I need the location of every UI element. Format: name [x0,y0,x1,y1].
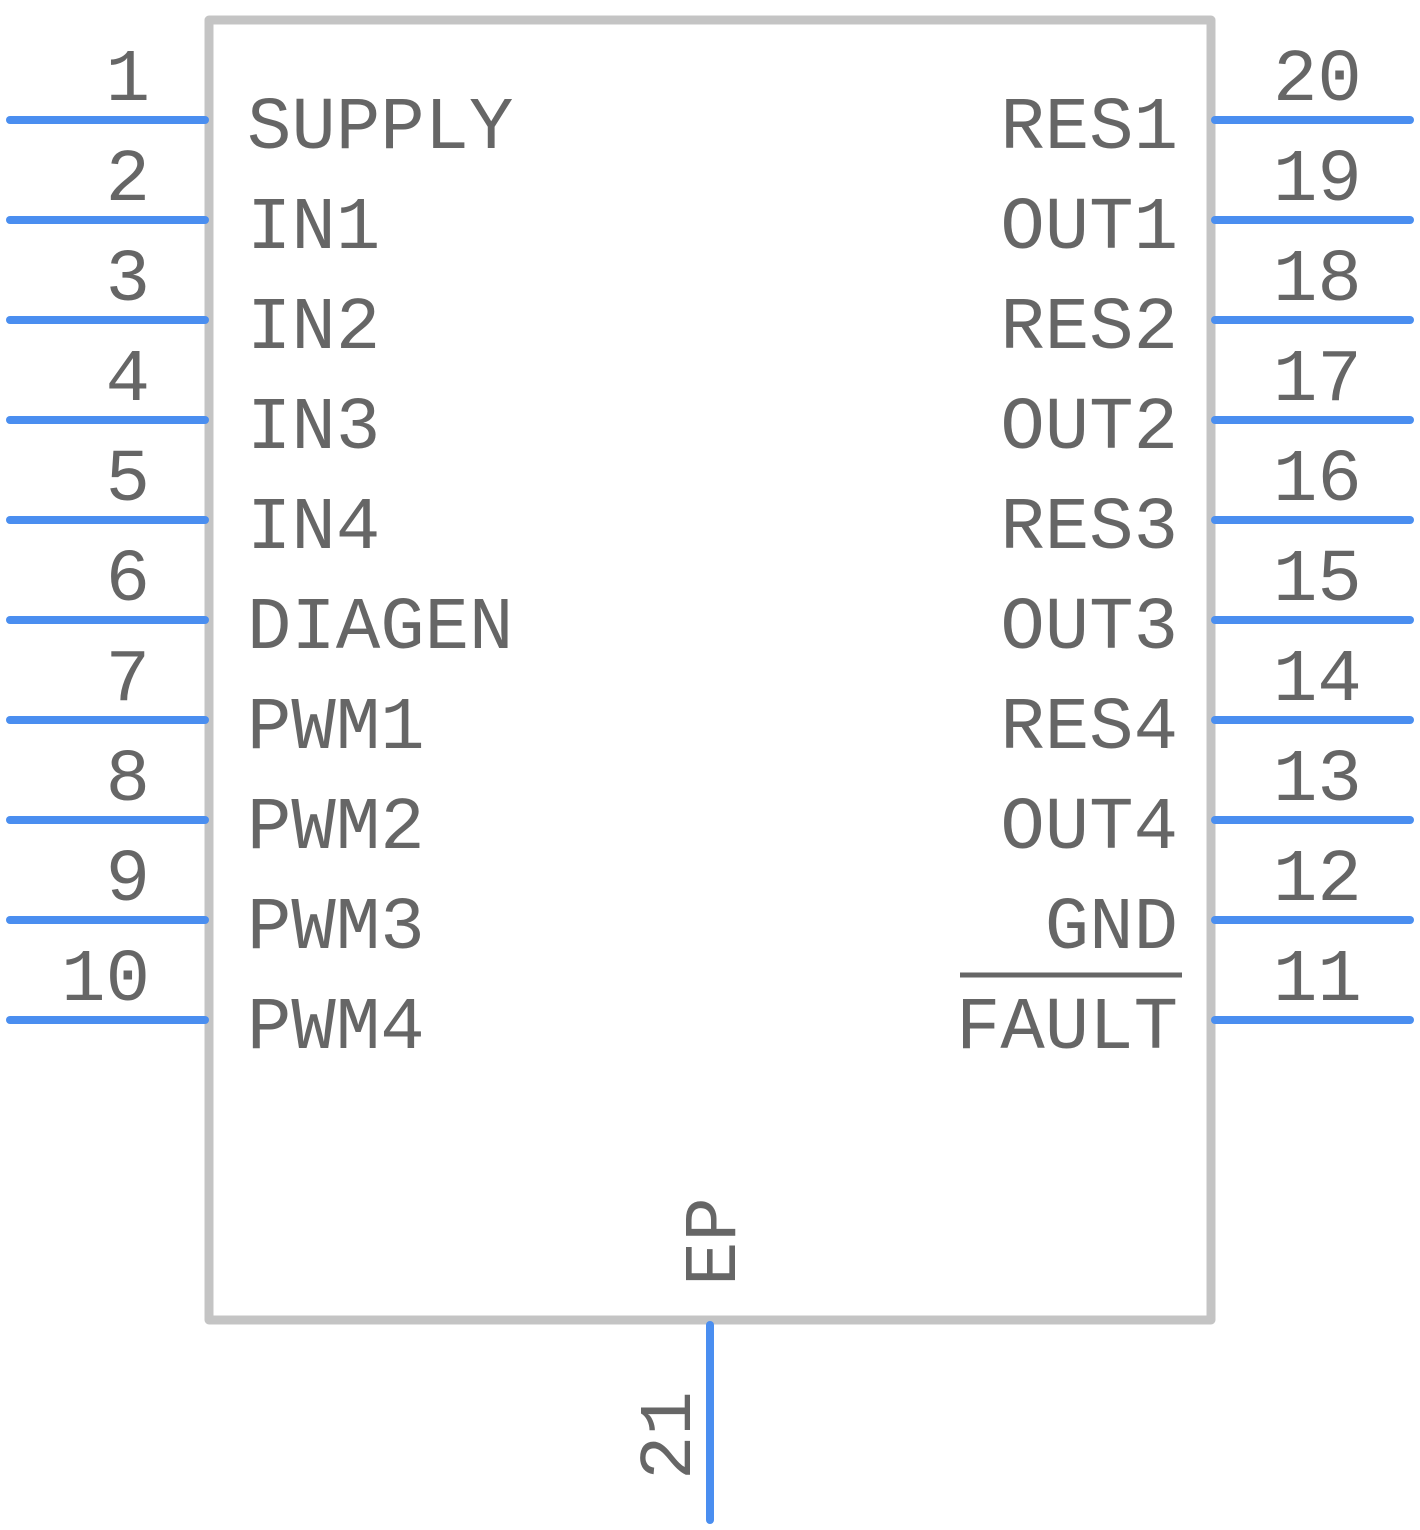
pin-label: RES1 [1000,87,1178,171]
pin-label: RES4 [1000,687,1178,771]
pin-label: DIAGEN [247,587,513,671]
pin-number: 4 [106,339,150,423]
pin-number: 14 [1273,639,1362,723]
pin-label: SUPPLY [247,87,513,171]
pin-number: 18 [1273,239,1362,323]
pin-label: OUT4 [1000,787,1178,871]
pin-number: 8 [106,739,150,823]
pin-number: 12 [1273,839,1362,923]
pin-number: 19 [1273,139,1362,223]
pin-number: 21 [629,1391,713,1480]
pin-label: RES3 [1000,487,1178,571]
pin-label: GND [1045,887,1178,971]
pin-number: 13 [1273,739,1362,823]
pin-number: 10 [61,939,150,1023]
pin-number: 6 [106,539,150,623]
pin-label: OUT1 [1000,187,1178,271]
pin-number: 1 [106,39,150,123]
pin-number: 20 [1273,39,1362,123]
pin-label: IN2 [247,287,380,371]
ic-body-outline [204,15,1216,1325]
pin-number: 2 [106,139,150,223]
pin-label: OUT2 [1000,387,1178,471]
pin-label: RES2 [1000,287,1178,371]
pin-label: IN3 [247,387,380,471]
pin-number: 17 [1273,339,1362,423]
bottom-pin-group: 21 EP [629,1197,758,1524]
pin-label: OUT3 [1000,587,1178,671]
pin-number: 3 [106,239,150,323]
pin-label: IN1 [247,187,380,271]
pin-label: PWM3 [247,887,425,971]
pin-label: PWM2 [247,787,425,871]
pin-number: 7 [106,639,150,723]
pin-number: 11 [1273,939,1362,1023]
pin-number: 15 [1273,539,1362,623]
pin-label: PWM1 [247,687,425,771]
pin-label: EP [674,1197,758,1286]
pin-number: 5 [106,439,150,523]
pin-number: 9 [106,839,150,923]
pin-label: IN4 [247,487,380,571]
pin-number: 16 [1273,439,1362,523]
pin-label: PWM4 [247,987,425,1071]
pin-label: FAULT [956,987,1178,1071]
